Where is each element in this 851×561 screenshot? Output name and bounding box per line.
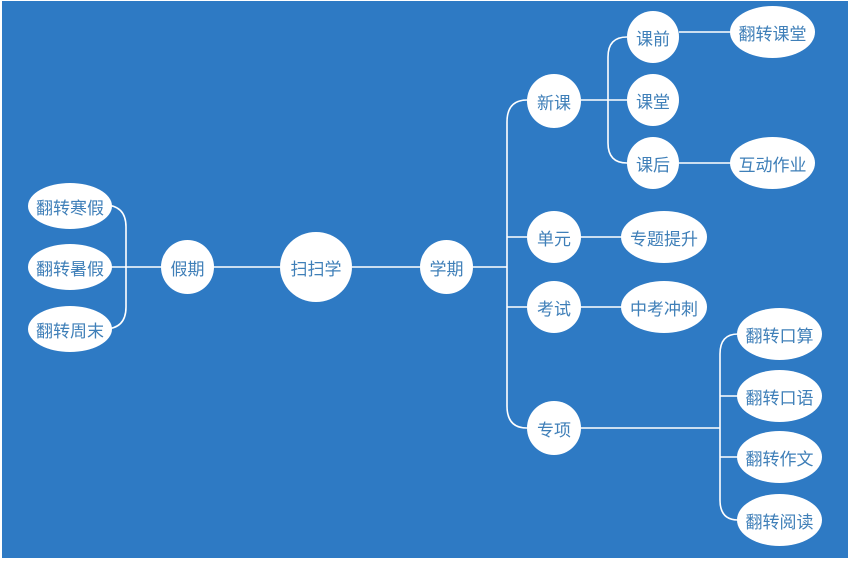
connector-term-bracket [473,99,528,429]
connector-special-bracket [581,333,739,521]
node-special-oral: 翻转口语 [737,370,822,422]
node-after-class: 课后 [627,137,679,189]
node-holiday-weekend: 翻转周末 [28,306,112,352]
node-special-reading: 翻转阅读 [737,494,822,546]
node-holiday-winter: 翻转寒假 [28,183,112,229]
node-special-mental-math: 翻转口算 [737,308,822,360]
node-special: 专项 [527,401,581,455]
node-holiday-summer: 翻转暑假 [28,244,112,290]
node-special-writing: 翻转作文 [737,431,822,483]
node-exam: 考试 [527,281,581,333]
node-holiday: 假期 [161,240,214,294]
node-zhongkao-sprint: 中考冲刺 [621,281,707,333]
node-unit: 单元 [527,211,581,263]
node-topic-improvement: 专题提升 [621,211,707,263]
root-node: 扫扫学 [280,232,352,302]
node-before-class: 课前 [627,11,679,63]
node-interactive-homework: 互动作业 [730,137,815,189]
node-flipped-classroom: 翻转课堂 [730,6,815,58]
node-term: 学期 [420,240,473,294]
node-in-class: 课堂 [627,74,679,126]
node-new-lesson: 新课 [527,74,581,128]
